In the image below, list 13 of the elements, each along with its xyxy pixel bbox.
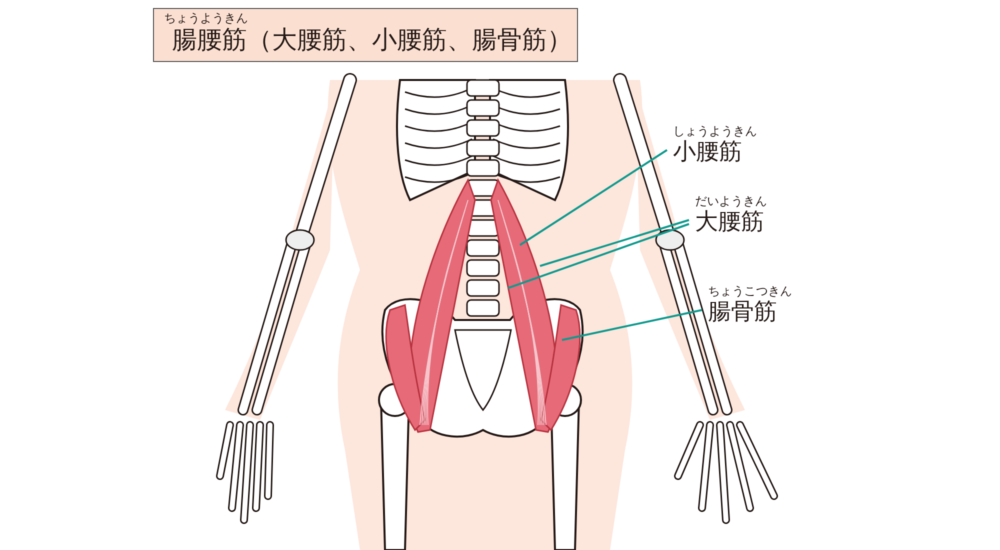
leader-line — [540, 219, 690, 267]
furigana-text: ちょうようきん — [164, 11, 249, 25]
furigana-text: だいようきん — [695, 194, 767, 208]
leader-line — [519, 149, 668, 246]
muscle-label: 大腰筋 — [695, 208, 765, 236]
furigana-text: しょうようきん — [673, 124, 757, 138]
leader-line — [508, 223, 690, 289]
muscle-label: 小腰筋 — [673, 138, 743, 166]
title-text: 腸腰筋（大腰筋、小腰筋、腸骨筋） — [171, 25, 573, 55]
leader-line — [562, 309, 702, 341]
muscle-label: 腸骨筋 — [708, 298, 778, 326]
title-box — [153, 8, 578, 62]
furigana-text: ちょうこつきん — [708, 284, 792, 298]
